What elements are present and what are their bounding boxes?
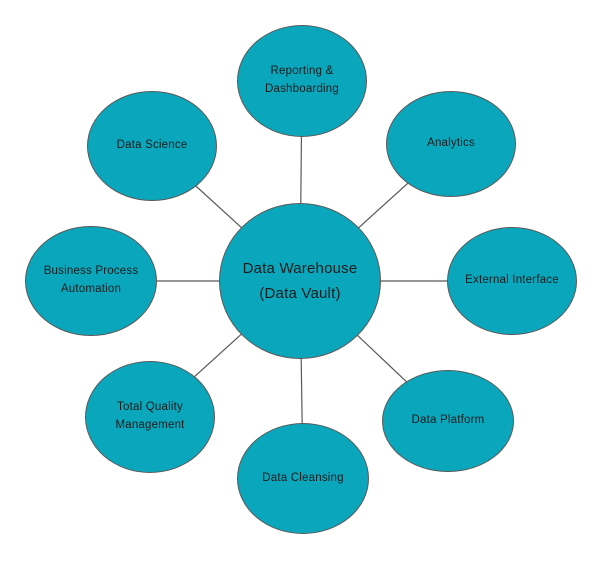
node-total-quality-management: Total Quality Management xyxy=(85,361,215,473)
node-data-warehouse: Data Warehouse (Data Vault) xyxy=(219,203,381,359)
node-data-platform: Data Platform xyxy=(382,370,514,472)
node-external-interface: External Interface xyxy=(447,227,577,335)
node-data-cleansing: Data Cleansing xyxy=(237,423,369,534)
node-data-science: Data Science xyxy=(87,91,217,201)
node-business-process-automation: Business Process Automation xyxy=(25,226,157,336)
node-analytics: Analytics xyxy=(386,91,516,197)
node-reporting-dashboarding: Reporting & Dashboarding xyxy=(237,25,367,137)
